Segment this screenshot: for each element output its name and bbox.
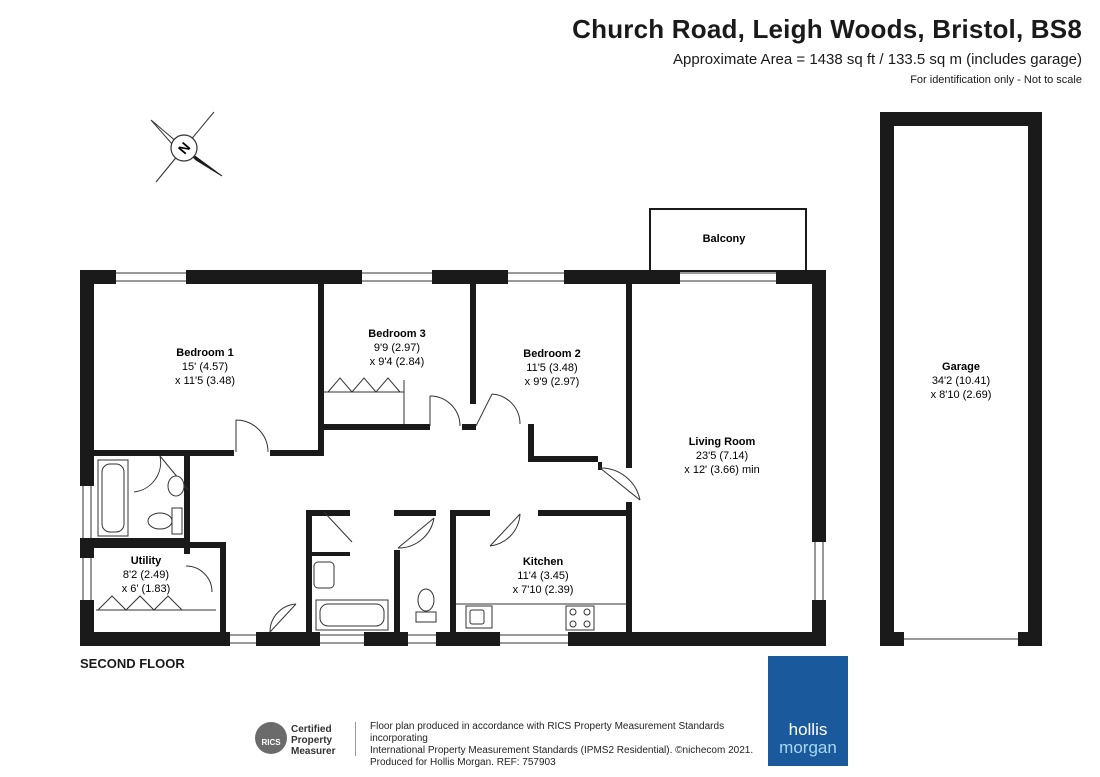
garage-name: Garage [942, 361, 980, 373]
bedroom3-dim1: 9'9 (2.97) [374, 342, 420, 354]
rics-line3: Measurer [291, 746, 336, 757]
brand-line2: morgan [779, 738, 837, 757]
credit-line1: Floor plan produced in accordance with R… [370, 721, 725, 744]
rics-line2: Property [291, 735, 333, 746]
bedroom2-dim1: 11'5 (3.48) [526, 362, 577, 374]
garage-dim2: x 8'10 (2.69) [931, 389, 992, 401]
bedroom2-dim2: x 9'9 (2.97) [525, 376, 580, 388]
utility-dim2: x 6' (1.83) [122, 583, 171, 595]
living-dim1: 23'5 (7.14) [696, 450, 748, 462]
credit-line3: Produced for Hollis Morgan. REF: 757903 [370, 757, 556, 768]
compass-icon: N [150, 111, 223, 183]
kitchen-dim2: x 7'10 (2.39) [513, 584, 574, 596]
kitchen-dim1: 11'4 (3.45) [517, 570, 568, 582]
rics-logo-icon: RICS [255, 722, 287, 754]
garage-structure [880, 112, 1042, 646]
living-dim2: x 12' (3.66) min [684, 464, 759, 476]
outer-walls [80, 270, 826, 646]
living-name: Living Room [689, 436, 756, 448]
address-title: Church Road, Leigh Woods, Bristol, BS8 [572, 14, 1082, 44]
disclaimer-text: For identification only - Not to scale [910, 74, 1082, 86]
bedroom3-dim2: x 9'4 (2.84) [370, 356, 425, 368]
rics-divider [355, 722, 356, 756]
wardrobes [96, 377, 405, 611]
header: Church Road, Leigh Woods, Bristol, BS8 A… [572, 14, 1082, 86]
balcony-outline [649, 208, 807, 272]
credits: Floor plan produced in accordance with R… [370, 721, 770, 769]
kitchen-name: Kitchen [523, 556, 564, 568]
garage-dim1: 34'2 (10.41) [932, 375, 990, 387]
bathroom-fittings [97, 459, 437, 631]
internal-walls [94, 284, 632, 646]
bedroom1-dim2: x 11'5 (3.48) [175, 375, 235, 387]
brand-logo: hollis morgan [768, 656, 848, 766]
bedroom3-name: Bedroom 3 [368, 328, 425, 340]
area-text: Approximate Area = 1438 sq ft / 133.5 sq… [673, 51, 1082, 68]
bedroom2-name: Bedroom 2 [523, 348, 580, 360]
utility-name: Utility [131, 555, 162, 567]
balcony-name: Balcony [703, 233, 747, 245]
rics-line1: Certified [291, 724, 332, 735]
kitchen-units [456, 603, 626, 631]
utility-dim1: 8'2 (2.49) [123, 569, 169, 581]
doors [133, 393, 641, 633]
credit-line2: International Property Measurement Stand… [370, 745, 754, 756]
bedroom1-name: Bedroom 1 [176, 347, 233, 359]
rics-text: Certified Property Measurer [291, 724, 335, 757]
bedroom1-dim1: 15' (4.57) [182, 361, 228, 373]
windows [82, 272, 824, 644]
floor-label: SECOND FLOOR [80, 656, 185, 671]
brand-line1: hollis [788, 720, 828, 739]
